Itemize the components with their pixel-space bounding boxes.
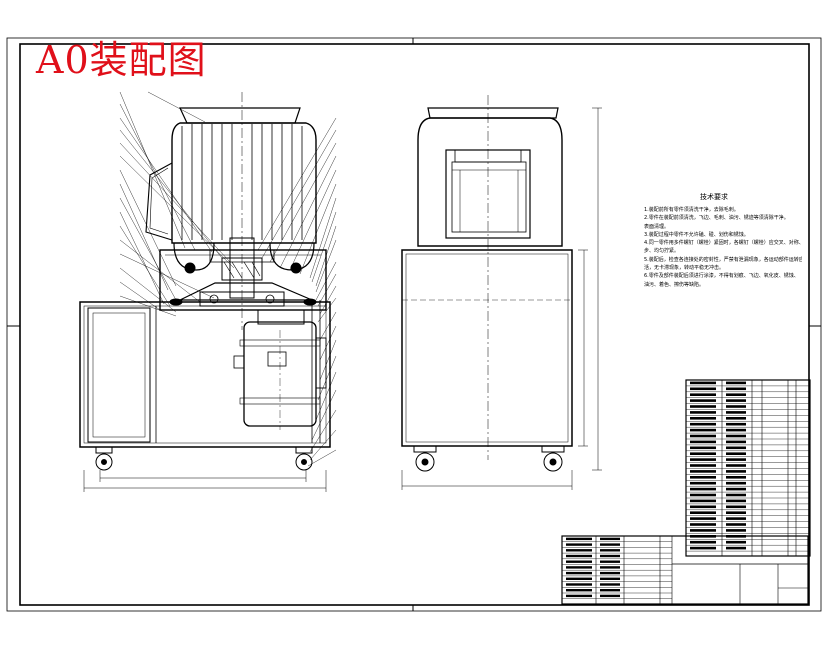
side-dimensions xyxy=(401,107,602,490)
technical-note-line: 步、均匀拧紧。 xyxy=(644,248,680,255)
technical-note-line: 4.同一零件用多件螺钉（螺栓）紧固时，各螺钉（螺栓）应交叉、对称、逐 xyxy=(644,240,802,247)
technical-note-line: 5.装配后，检查各连接处的密封性，严禁有泄漏现象，各运动部件运转应灵 xyxy=(644,256,802,263)
technical-requirements-notes: 1.装配前所有零件须清洗干净，去除毛刺。 2.零件在装配前须清洗，飞边、毛刺、油污… xyxy=(644,206,802,289)
technical-note-line: 6.零件及部件装配后须进行涂漆，不得有划痕、飞边、氧化皮、锈蚀、 xyxy=(644,273,799,280)
housing-ribs xyxy=(181,124,303,240)
part-leaders-right xyxy=(257,117,337,467)
technical-note-line: 油污、着色、擦伤等缺陷。 xyxy=(644,281,705,288)
drawing-title: A0装配图 xyxy=(36,38,207,82)
front-wheels xyxy=(95,446,313,471)
drawing-frame xyxy=(6,37,822,612)
technical-note-line: 2.零件在装配前须清洗，飞边、毛刺、油污、锈迹等须清除干净。 xyxy=(644,215,789,222)
title-block xyxy=(561,535,809,605)
technical-note-line: 1.装配前所有零件须清洗干净，去除毛刺。 xyxy=(644,207,739,213)
front-dimensions xyxy=(83,470,327,492)
technical-requirements-heading: 技术要求 xyxy=(700,193,728,201)
parts-list-table xyxy=(685,379,811,557)
technical-note-line: 3.装配过程中零件不允许磕、碰、划伤和锈蚀。 xyxy=(644,231,749,238)
side-view xyxy=(401,95,602,490)
technical-note-line: 活，无卡滞现象，转动平稳无冲击。 xyxy=(644,265,725,272)
part-leaders-left xyxy=(119,91,235,317)
front-view xyxy=(79,91,337,492)
side-wheels xyxy=(413,445,565,472)
drive-hatch xyxy=(223,261,261,279)
technical-note-line: 表面清理。 xyxy=(644,223,670,230)
